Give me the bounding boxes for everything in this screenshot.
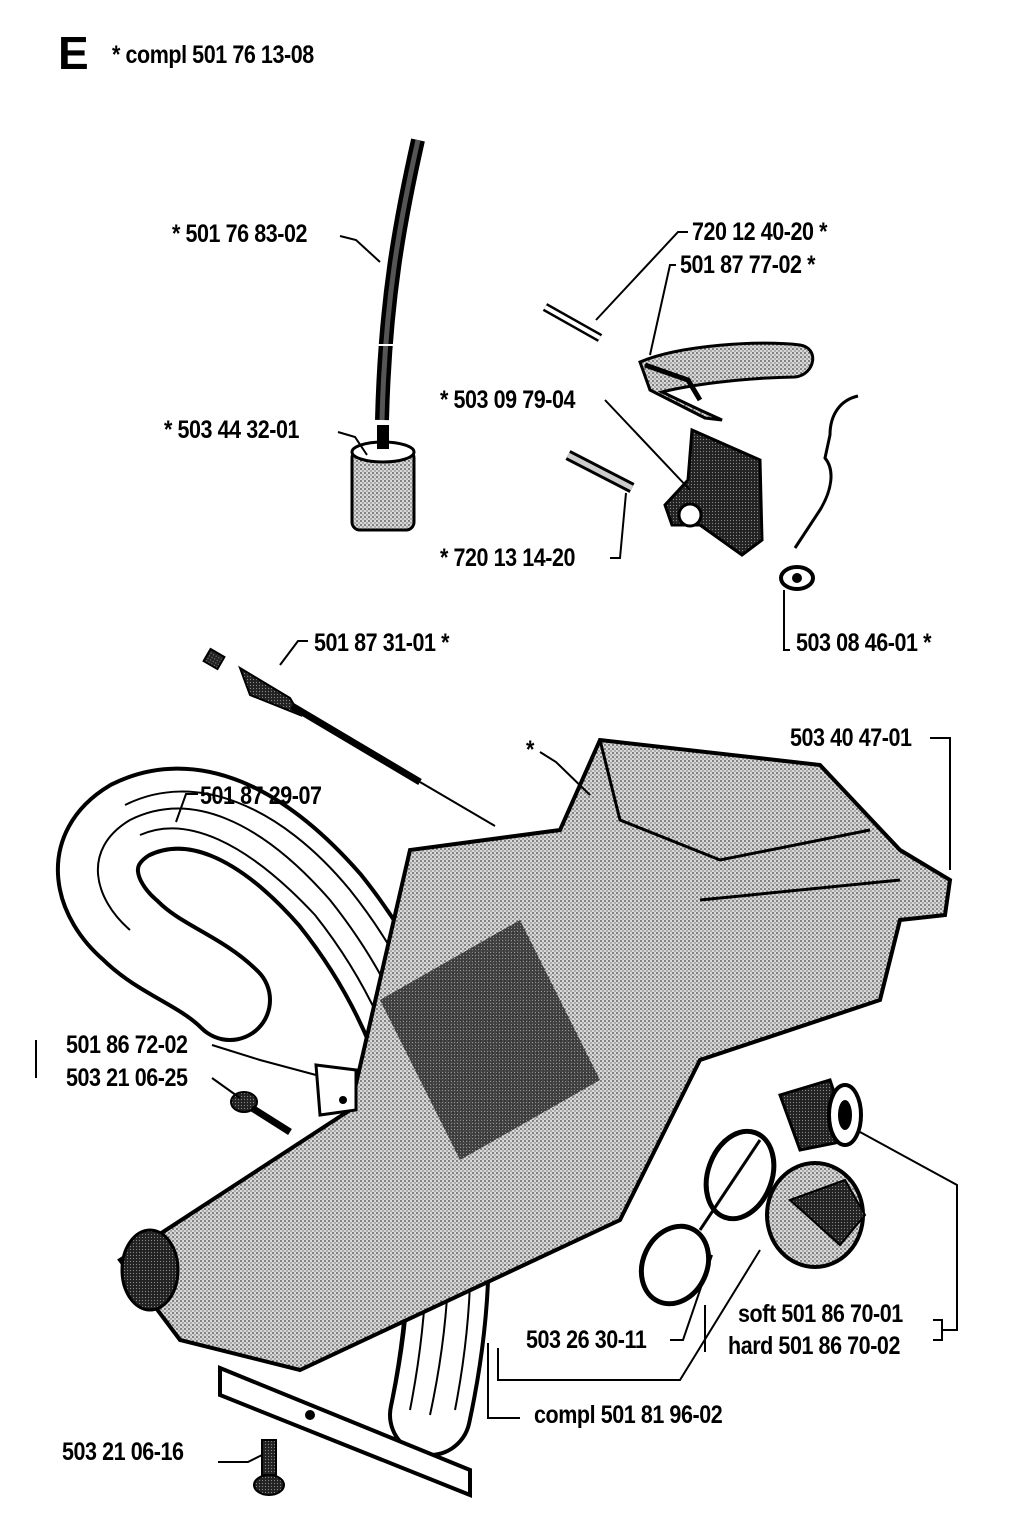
callout-cap-soft: soft 501 86 70-01	[738, 1300, 903, 1328]
callout-screw1: 503 21 06-25	[66, 1064, 188, 1092]
callout-bolt1: 501 86 72-02	[66, 1031, 188, 1059]
fuel-hose-part	[370, 138, 425, 421]
lock-plate-part	[663, 427, 764, 557]
callout-washer: 503 08 46-01 *	[796, 629, 932, 657]
assembly-title: * compl 501 76 13-08	[112, 41, 314, 69]
fuel-cap-part	[765, 1161, 867, 1269]
throttle-lever-part	[638, 341, 815, 422]
callout-lever: 501 87 77-02 *	[680, 251, 816, 279]
callout-screw2: 503 21 06-16	[62, 1438, 184, 1466]
tank-housing-part	[117, 737, 953, 1373]
pin-lower-part	[565, 450, 635, 493]
fuel-filter-part	[350, 425, 416, 532]
screw-upper-part	[230, 1091, 292, 1135]
callout-pin-top: 720 12 40-20 *	[692, 218, 828, 246]
screw-lower-part	[253, 1439, 285, 1496]
pin-upper-part	[542, 303, 603, 342]
rod-part	[202, 647, 496, 827]
callout-compl: compl 501 81 96-02	[534, 1401, 723, 1429]
callout-oring: 503 26 30-11	[526, 1326, 647, 1354]
section-letter: E	[58, 27, 89, 79]
bushing-part	[778, 1078, 863, 1152]
callout-rod: 501 87 31-01 *	[314, 629, 450, 657]
callout-plate: * 503 09 79-04	[440, 386, 576, 414]
callout-hose: * 501 76 83-02	[172, 220, 308, 248]
spring-wire-part	[779, 394, 859, 591]
callout-filter: * 503 44 32-01	[164, 416, 300, 444]
callout-tank: 503 40 47-01	[790, 724, 912, 752]
leader-lines	[35, 231, 958, 1463]
callout-star: *	[526, 736, 534, 764]
callout-cap-hard: hard 501 86 70-02	[728, 1332, 900, 1360]
callout-handle: 501 87 29-07	[200, 782, 322, 810]
callout-pin-low: * 720 13 14-20	[440, 544, 576, 572]
handle-bracket-part	[218, 1063, 472, 1498]
